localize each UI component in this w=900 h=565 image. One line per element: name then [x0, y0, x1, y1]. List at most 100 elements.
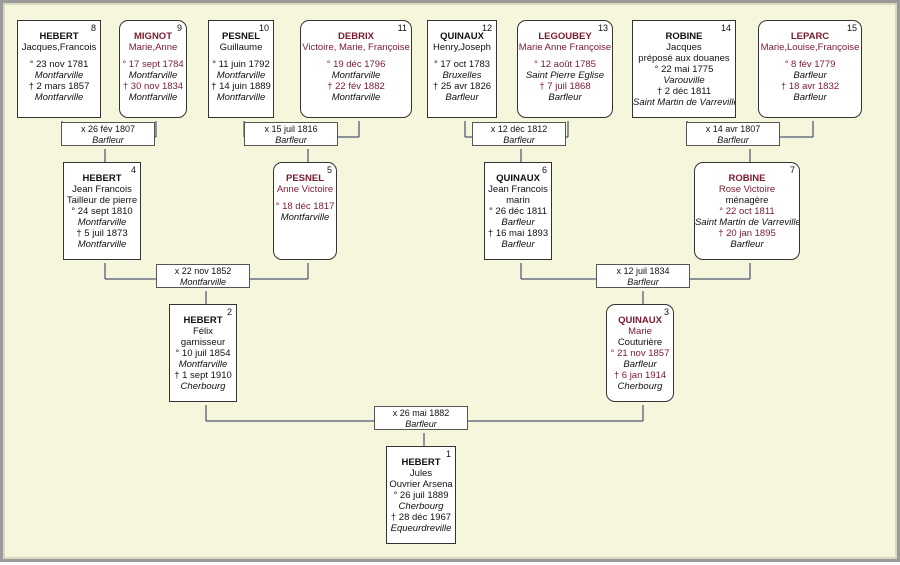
ahnentafel-number: 4 — [130, 165, 136, 175]
marriage-date: x 22 nov 1852 — [174, 266, 232, 276]
surname: QUINAUX — [618, 315, 662, 326]
ahnentafel-number: 12 — [481, 23, 492, 33]
occupation: Tailleur de pierre — [66, 195, 138, 206]
surname: PESNEL — [221, 31, 260, 42]
marriage-date: x 12 déc 1812 — [490, 124, 548, 134]
marriage-date: x 26 fév 1807 — [80, 124, 136, 134]
given-names: Jean Francois — [72, 184, 132, 195]
ahnentafel-number: 9 — [176, 23, 182, 33]
ahnentafel-number: 13 — [597, 23, 608, 33]
birth-date: ° 22 mai 1775 — [654, 64, 714, 75]
ahnentafel-number: 1 — [445, 449, 451, 459]
ahnentafel-number: 7 — [789, 165, 795, 175]
occupation: Ouvrier Arsena — [389, 479, 453, 490]
surname: LEGOUBEY — [538, 31, 592, 42]
birth-place: Montfarville — [280, 212, 330, 223]
ahnentafel-number: 14 — [720, 23, 731, 33]
birth-place: Montfarville — [77, 217, 127, 228]
marriage-date: x 26 mai 1882 — [392, 408, 450, 418]
birth-date: ° 22 oct 1811 — [719, 206, 775, 217]
death-date: † 2 déc 1811 — [656, 86, 712, 97]
death-place: Saint Martin de Varreville — [633, 97, 736, 108]
death-date: † 22 fév 1882 — [327, 81, 385, 92]
marriage-place: Barfleur — [92, 135, 124, 145]
birth-place: Barfleur — [501, 217, 535, 228]
death-place: Barfleur — [548, 92, 582, 103]
birth-date: ° 23 nov 1781 — [29, 59, 89, 70]
marriage-place: Barfleur — [503, 135, 535, 145]
surname: ROBINE — [665, 31, 703, 42]
marriage-place: Montfarville — [179, 277, 226, 287]
birth-place: Varouville — [663, 75, 705, 86]
given-names: Rose Victoire — [718, 184, 776, 195]
death-place: Cherbourg — [617, 381, 663, 392]
death-date: † 7 juil 1868 — [539, 81, 591, 92]
death-date: † 16 mai 1893 — [487, 228, 549, 239]
occupation: préposé aux douanes — [638, 53, 730, 64]
birth-place: Cherbourg — [398, 501, 444, 512]
occupation: marin — [506, 195, 530, 206]
given-names: Félix — [192, 326, 214, 337]
birth-place: Bruxelles — [442, 70, 482, 81]
death-place: Montfarville — [216, 92, 266, 103]
given-names: Henry,Joseph — [433, 42, 491, 53]
marriage-date: x 14 avr 1807 — [705, 124, 761, 134]
birth-place: Montfarville — [178, 359, 228, 370]
surname: PESNEL — [285, 173, 324, 184]
birth-place: Barfleur — [623, 359, 657, 370]
death-date: † 14 juin 1889 — [211, 81, 271, 92]
surname: HEBERT — [401, 457, 441, 468]
birth-date: ° 11 juin 1792 — [212, 59, 270, 70]
death-place: Barfleur — [501, 239, 535, 250]
death-place: Barfleur — [793, 92, 827, 103]
ahnentafel-number: 6 — [541, 165, 547, 175]
death-date: † 18 avr 1832 — [780, 81, 840, 92]
birth-date: ° 21 nov 1857 — [610, 348, 670, 359]
surname: QUINAUX — [496, 173, 540, 184]
occupation: Couturière — [617, 337, 663, 348]
birth-place: Saint Martin de Varreville — [695, 217, 800, 228]
ahnentafel-number: 5 — [326, 165, 332, 175]
given-names: Marie — [628, 326, 652, 337]
death-place: Montfarville — [77, 239, 127, 250]
birth-date: ° 17 sept 1784 — [122, 59, 184, 70]
given-names: Jacques — [666, 42, 702, 53]
given-names: Marie,Louise,Françoise — [760, 42, 860, 53]
given-names: Jules — [409, 468, 433, 479]
surname: HEBERT — [82, 173, 122, 184]
death-place: Montfarville — [128, 92, 178, 103]
death-date: † 5 juil 1873 — [76, 228, 128, 239]
birth-date: ° 26 juil 1889 — [393, 490, 449, 501]
surname: ROBINE — [728, 173, 766, 184]
birth-date: ° 24 sept 1810 — [71, 206, 133, 217]
given-names: Marie Anne Françoise — [518, 42, 612, 53]
death-place: Montfarville — [34, 92, 84, 103]
marriage-place: Barfleur — [627, 277, 659, 287]
